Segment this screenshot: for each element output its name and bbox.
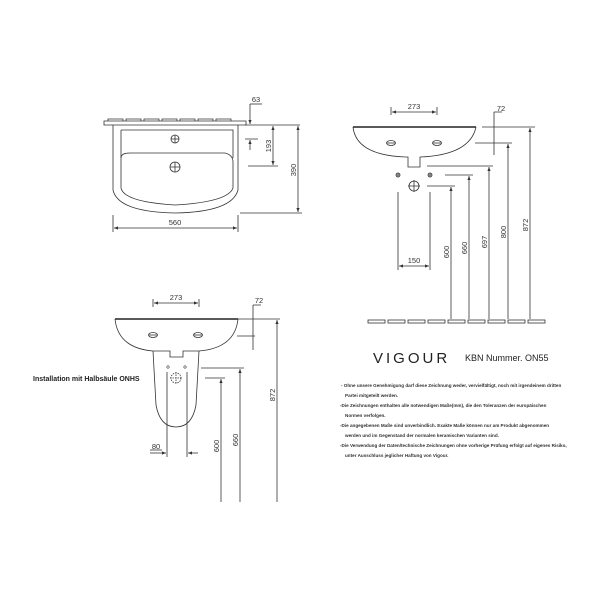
basin-pedestal-view: 273 72 80 600 660 872 Installation mit H… xyxy=(33,293,280,502)
dim-height-660: 660 xyxy=(460,242,469,255)
basin-top-view: 560 63 193 390 xyxy=(103,95,302,232)
dim-height-600: 600 xyxy=(442,246,451,259)
dim-supply-spacing: 150 xyxy=(408,256,421,265)
dim-height-872: 872 xyxy=(268,389,277,402)
dim-tap-offset: 63 xyxy=(252,95,260,104)
dim-width: 560 xyxy=(169,218,182,227)
note-line: -Die angegebenen Maße sind unverbindlich… xyxy=(340,423,549,428)
note-line: -Die Verwendung der Daten/technische Zei… xyxy=(340,443,567,448)
dim-height-800: 800 xyxy=(499,226,508,239)
dim-depth: 390 xyxy=(289,164,298,177)
pedestal-caption: Installation mit Halbsäule ONHS xyxy=(33,376,140,383)
dim-rim-height: 72 xyxy=(497,104,505,113)
dim-height-600: 600 xyxy=(212,440,221,453)
title-block: VIGOUR KBN Nummer. ON55 - Ohne unsere Ge… xyxy=(340,350,567,458)
dim-drain-offset: 193 xyxy=(264,140,273,153)
dim-tap-spacing: 273 xyxy=(170,293,183,302)
dim-height-660: 660 xyxy=(231,434,240,447)
dim-supply-spacing: 80 xyxy=(152,442,160,451)
note-line: werden und im Gegenstand der normalen ke… xyxy=(344,433,499,438)
kbn-number: KBN Nummer. ON55 xyxy=(465,353,549,363)
note-line: unter Ausschluss jeglicher Haftung von V… xyxy=(345,453,448,458)
note-line: Normen verfolgen. xyxy=(345,413,386,418)
dim-tap-spacing: 273 xyxy=(408,102,421,111)
dim-height-872: 872 xyxy=(521,219,530,232)
note-line: -Die Zeichnungen enthalten alle notwendi… xyxy=(340,403,547,408)
basin-front-view: 273 72 150 600 660 697 800 872 xyxy=(352,102,546,324)
dim-rim-height: 72 xyxy=(255,296,263,305)
brand-logo: VIGOUR xyxy=(373,350,450,367)
note-line: - Ohne unsere Genehmigung darf diese Zei… xyxy=(341,383,561,388)
dim-height-697: 697 xyxy=(480,236,489,249)
note-line: Partei mitgeteilt werden. xyxy=(345,393,398,398)
